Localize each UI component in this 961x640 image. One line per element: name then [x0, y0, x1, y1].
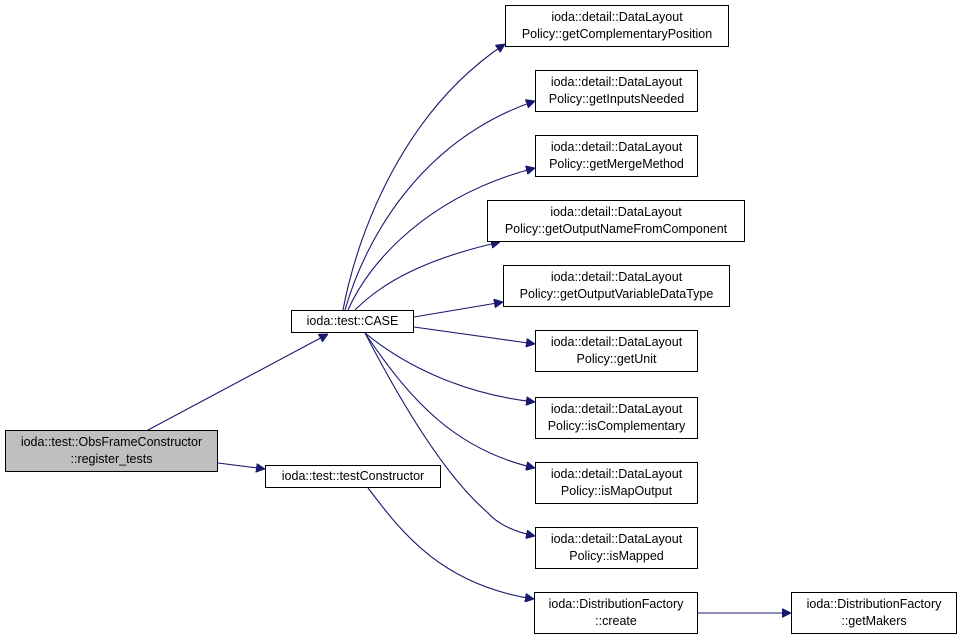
- edge-case-to-getComplementaryPosition: [342, 44, 505, 311]
- node-label-line: Policy::getMergeMethod: [549, 157, 684, 171]
- edge-case-to-getUnit: [413, 326, 535, 344]
- node-label-line: ioda::detail::DataLayout: [551, 10, 683, 24]
- node-label-line: ioda::test::testConstructor: [281, 469, 425, 483]
- node-label-line: ioda::detail::DataLayout: [550, 270, 683, 284]
- edge-case-to-isMapOutput: [364, 332, 535, 468]
- node-label-line: ioda::detail::DataLayout: [550, 532, 683, 546]
- node-label-line: ioda::test::CASE: [306, 314, 399, 328]
- node-label-line: Policy::isComplementary: [547, 419, 686, 433]
- node-label-line: Policy::isMapped: [569, 549, 664, 563]
- node-is-map-output[interactable]: ioda::detail::DataLayout Policy::isMapOu…: [535, 462, 698, 504]
- node-get-unit[interactable]: ioda::detail::DataLayout Policy::getUnit: [535, 330, 698, 372]
- node-get-makers[interactable]: ioda::DistributionFactory ::getMakers: [791, 592, 957, 634]
- node-label-line: ioda::detail::DataLayout: [550, 335, 683, 349]
- node-label-line: ::register_tests: [70, 452, 153, 466]
- node-label-line: ioda::DistributionFactory: [806, 597, 942, 611]
- node-label-line: Policy::getComplementaryPosition: [521, 27, 713, 41]
- node-is-complementary[interactable]: ioda::detail::DataLayout Policy::isCompl…: [535, 397, 698, 439]
- edge-case-to-getOutputNameFromComponent: [354, 242, 500, 311]
- node-label-line: Policy::isMapOutput: [560, 484, 673, 498]
- node-is-mapped[interactable]: ioda::detail::DataLayout Policy::isMappe…: [535, 527, 698, 569]
- edge-case-to-getMergeMethod: [347, 168, 535, 311]
- node-label-line: ioda::detail::DataLayout: [550, 140, 683, 154]
- node-get-output-variable-data-type[interactable]: ioda::detail::DataLayout Policy::getOutp…: [503, 265, 730, 307]
- edge-case-to-getOutputVariableDataType: [413, 302, 503, 318]
- node-get-output-name-from-component[interactable]: ioda::detail::DataLayout Policy::getOutp…: [487, 200, 745, 242]
- edge-case-to-isComplementary: [364, 332, 535, 402]
- node-label-line: ioda::DistributionFactory: [548, 597, 684, 611]
- edge-case-to-getInputsNeeded: [344, 101, 535, 311]
- node-label-line: ::getMakers: [841, 614, 907, 628]
- node-get-merge-method[interactable]: ioda::detail::DataLayout Policy::getMerg…: [535, 135, 698, 177]
- node-label-line: Policy::getOutputNameFromComponent: [504, 222, 728, 236]
- node-label-line: ioda::detail::DataLayout: [550, 467, 683, 481]
- node-case[interactable]: ioda::test::CASE: [291, 310, 414, 333]
- edge-register_tests-to-case: [147, 333, 328, 431]
- edge-testConstructor-to-create: [367, 487, 534, 599]
- node-label-line: Policy::getUnit: [576, 352, 657, 366]
- node-label-line: ioda::detail::DataLayout: [550, 402, 683, 416]
- node-get-complementary-position[interactable]: ioda::detail::DataLayout Policy::getComp…: [505, 5, 729, 47]
- node-register-tests[interactable]: ioda::test::ObsFrameConstructor ::regist…: [5, 430, 218, 472]
- edge-register_tests-to-testConstructor: [217, 462, 265, 469]
- node-label-line: ioda::detail::DataLayout: [550, 75, 683, 89]
- node-label-line: ioda::test::ObsFrameConstructor: [20, 435, 203, 449]
- node-label-line: Policy::getInputsNeeded: [548, 92, 685, 106]
- edge-case-to-isMapped: [364, 332, 535, 536]
- node-label-line: ioda::detail::DataLayout: [550, 205, 682, 219]
- node-create[interactable]: ioda::DistributionFactory ::create: [534, 592, 698, 634]
- node-label-line: Policy::getOutputVariableDataType: [519, 287, 714, 301]
- node-test-constructor[interactable]: ioda::test::testConstructor: [265, 465, 441, 488]
- node-label-line: ::create: [595, 614, 637, 628]
- node-get-inputs-needed[interactable]: ioda::detail::DataLayout Policy::getInpu…: [535, 70, 698, 112]
